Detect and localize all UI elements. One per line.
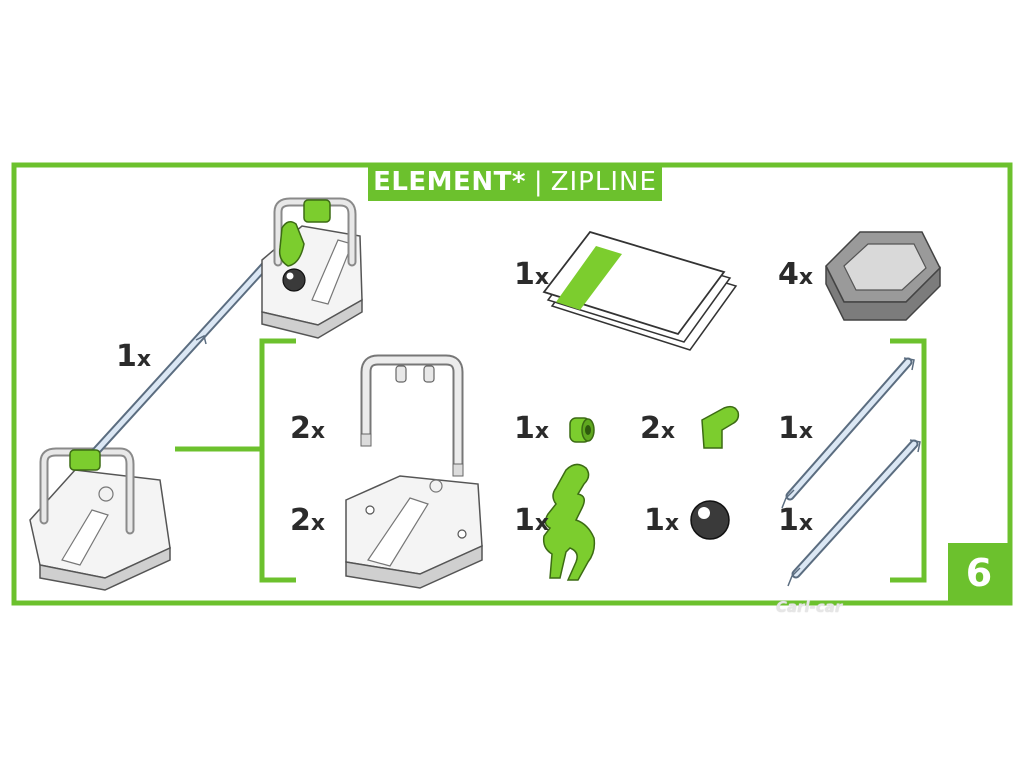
banner-mark: * (511, 167, 526, 197)
parts-bracket-left (259, 338, 296, 583)
qty-tile: 2x (290, 503, 326, 538)
hex-base-illustration (825, 231, 941, 321)
rope-short-illustration (787, 439, 921, 587)
rail-frame-illustration (360, 354, 464, 477)
zipline-assembly-illustration (29, 197, 363, 591)
qty-rope-short: 1x (778, 503, 814, 538)
spool-illustration (569, 417, 595, 443)
clip-illustration (701, 405, 740, 449)
tile-illustration (345, 475, 483, 589)
qty-spool: 1x (514, 411, 550, 446)
instruction-sheet-illustration (542, 230, 738, 351)
parts-bracket-right (890, 338, 927, 583)
section-banner: ELEMENT* | ZIPLINE (368, 163, 662, 201)
qty-sheet: 1x (514, 257, 550, 292)
ball-illustration (690, 500, 730, 540)
qty-clip: 2x (640, 411, 676, 446)
banner-title: ELEMENT (373, 167, 512, 197)
banner-separator: | (533, 167, 543, 197)
qty-rail-frame: 2x (290, 411, 326, 446)
qty-ball: 1x (644, 503, 680, 538)
qty-hex-base: 4x (778, 257, 814, 292)
qty-rope-long: 1x (778, 411, 814, 446)
banner-subtitle: ZIPLINE (550, 167, 657, 197)
hook-arm-illustration (542, 463, 596, 581)
rope-long-illustration (781, 357, 915, 509)
qty-hook-arm: 1x (514, 503, 550, 538)
step-number-badge: 6 (948, 543, 1010, 603)
watermark-text: Carl-car (776, 598, 843, 616)
qty-zipline-assembly: 1x (116, 339, 152, 374)
